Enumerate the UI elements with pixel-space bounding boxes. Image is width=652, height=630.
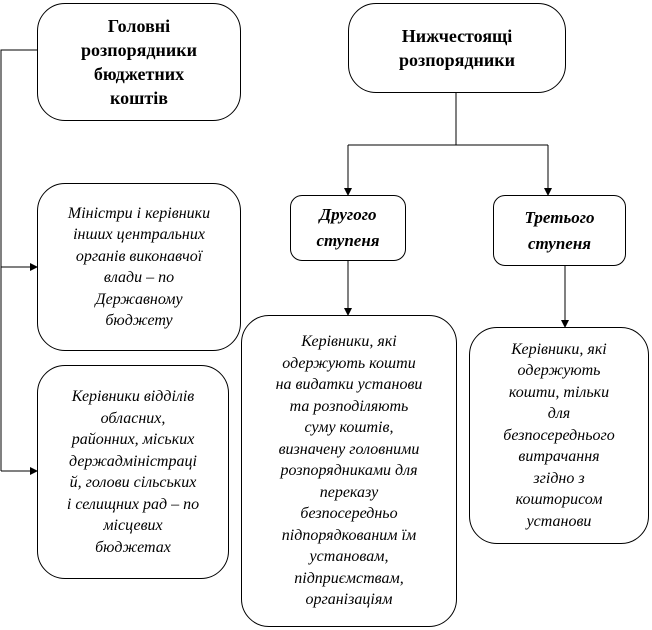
third-desc-box: Керівники, які одержують кошти, тільки д…	[469, 327, 649, 544]
ministers-text: Міністри і керівники інших центральних о…	[67, 204, 211, 330]
second-level-box: Другого ступеня	[290, 195, 406, 261]
second-level-label: Другого ступеня	[316, 205, 380, 250]
third-level-label: Третього ступеня	[524, 207, 595, 253]
main-managers-box: Головні розпорядники бюджетних коштів	[37, 3, 241, 121]
second-desc-box: Керівники, які одержують кошти на видатк…	[241, 315, 457, 627]
local-heads-text: Керівники відділів обласних, районних, м…	[66, 388, 200, 556]
third-level-box: Третього ступеня	[493, 195, 626, 266]
lower-connector	[348, 92, 548, 146]
main-managers-label: Головні розпорядники бюджетних коштів	[81, 16, 197, 108]
ministers-box: Міністри і керівники інших центральних о…	[37, 183, 241, 351]
left-connector	[0, 49, 37, 471]
second-desc-text: Керівники, які одержують кошти на видатк…	[275, 333, 423, 609]
lower-managers-box: Нижчестоящі розпорядники	[348, 3, 566, 93]
third-desc-text: Керівники, які одержують кошти, тільки д…	[503, 340, 615, 530]
local-heads-box: Керівники відділів обласних, районних, м…	[37, 365, 229, 579]
lower-managers-label: Нижчестоящі розпорядники	[399, 26, 515, 70]
